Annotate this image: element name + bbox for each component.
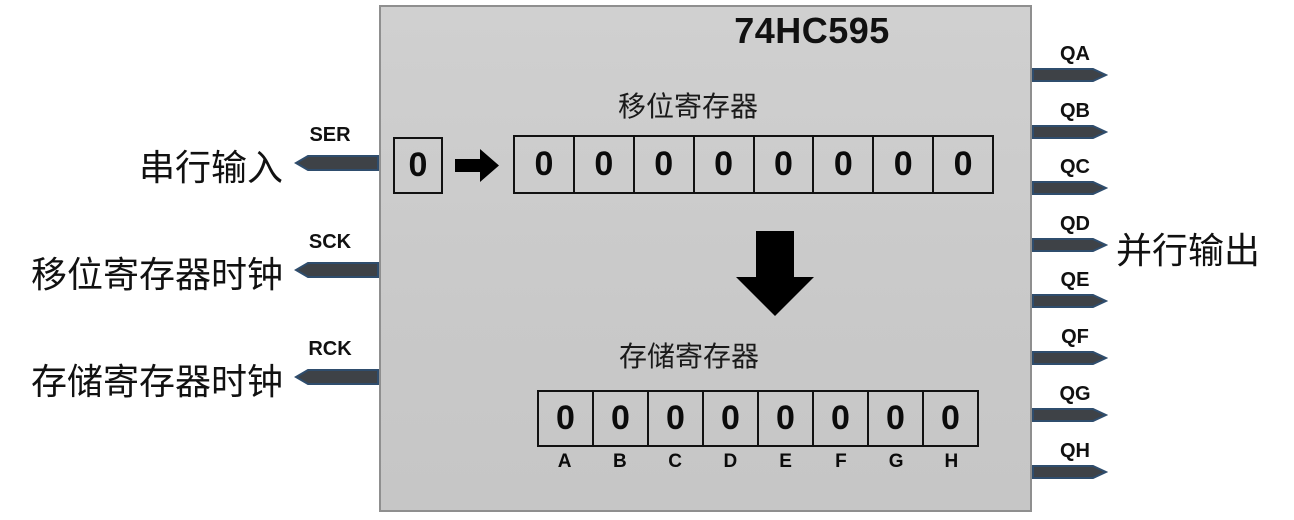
pin-arrow-right-icon [1032,238,1108,252]
storage-clock-label: 存储寄存器时钟 [30,361,283,402]
pin-arrow-right-icon [1032,181,1108,195]
shift-in-arrow-icon [455,149,499,182]
pin-qh-name: QH [1060,440,1090,462]
shift-register-bit: 0 [692,135,755,194]
pin-arrow-right-icon [1032,465,1108,479]
storage-register-bit: 0 [757,390,814,447]
pin-qd-name: QD [1060,213,1090,235]
pin-qa-name: QA [1060,43,1090,65]
shift-register-row: 0 0 0 0 0 0 0 0 [513,135,994,194]
shift-register-bit: 0 [632,135,695,194]
pin-qb-name: QB [1060,100,1090,122]
bit-letter: D [723,451,738,472]
pin-rck-name: RCK [308,338,352,360]
latch-down-arrow-icon [736,231,814,316]
shift-register-bit: 0 [872,135,935,194]
storage-register-bit: 0 [867,390,924,447]
pin-arrow-left-icon [294,155,379,171]
storage-register-bit: 0 [922,390,979,447]
bit-letter: E [779,451,792,472]
bit-letter: C [668,451,682,472]
parallel-output-label: 并行输出 [1116,230,1261,271]
bit-letter: H [944,451,959,472]
bit-letter: G [888,451,904,472]
shift-register-label: 移位寄存器 [617,91,758,122]
shift-register-bit: 0 [572,135,635,194]
pin-arrow-right-icon [1032,408,1108,422]
shift-register-bit: 0 [513,135,575,194]
shift-register-bit: 0 [932,135,994,194]
pin-arrow-left-icon [294,369,379,385]
pin-arrow-right-icon [1032,125,1108,139]
pin-arrow-right-icon [1032,294,1108,308]
pin-qe-name: QE [1060,269,1090,291]
storage-register-bit: 0 [537,390,594,447]
storage-bit-letters: A B C D E F G H [537,451,979,473]
serial-input-label: 串行输入 [138,147,283,188]
shift-register-bit: 0 [752,135,815,194]
storage-register-bit: 0 [702,390,759,447]
pin-sck-name: SCK [308,231,352,253]
storage-register-label: 存储寄存器 [618,341,759,372]
storage-register-bit: 0 [592,390,649,447]
storage-register-bit: 0 [647,390,704,447]
bit-letter: B [613,451,627,472]
bit-letter: A [557,451,572,472]
pin-ser-name: SER [309,124,351,146]
storage-register-row: 0 0 0 0 0 0 0 0 [537,390,979,447]
shift-clock-label: 移位寄存器时钟 [30,254,283,295]
pin-qg-name: QG [1059,383,1091,405]
serial-input-bit-cell: 0 [393,137,443,194]
pin-qf-name: QF [1061,326,1089,348]
pin-qc-name: QC [1060,156,1090,178]
pin-arrow-right-icon [1032,68,1108,82]
bit-letter: F [835,451,847,472]
pin-arrow-left-icon [294,262,379,278]
chip-title: 74HC595 [734,10,890,51]
storage-register-bit: 0 [812,390,869,447]
pin-arrow-right-icon [1032,351,1108,365]
shift-register-bit: 0 [812,135,875,194]
